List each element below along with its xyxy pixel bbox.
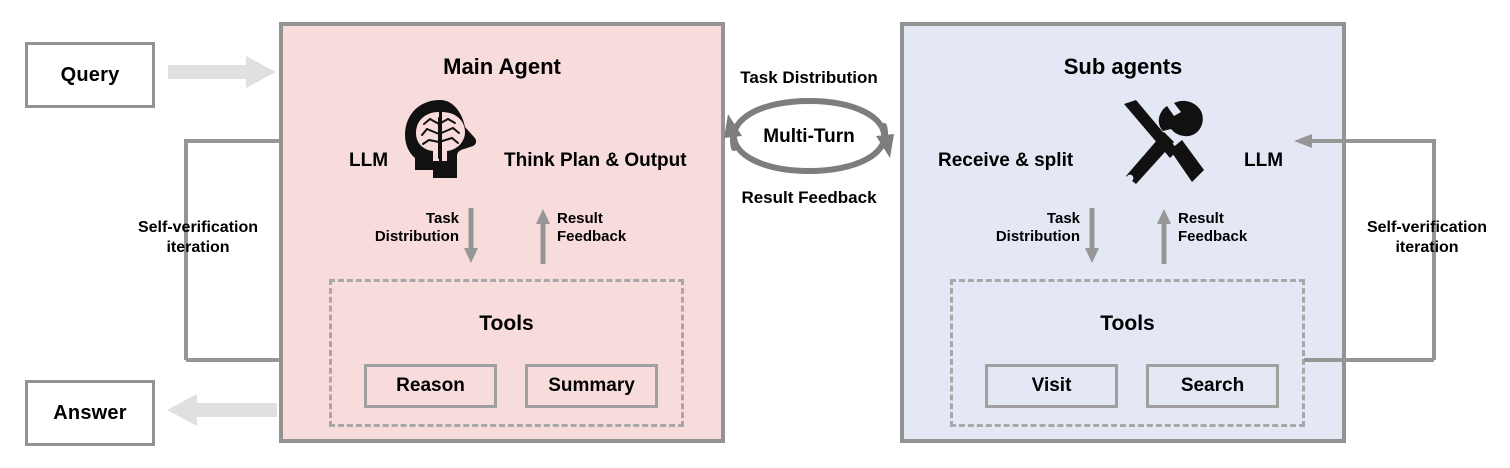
- sub-agents-receive-label: Receive & split: [938, 150, 1074, 171]
- multi-turn-label: Multi-Turn: [763, 126, 855, 147]
- bridge-result-feedback-label: Result Feedback: [741, 188, 877, 207]
- brain-head-icon: [399, 98, 483, 180]
- main-agent-llm-label: LLM: [349, 150, 389, 171]
- sub-result-feedback-line2: Feedback: [1178, 228, 1248, 246]
- main-tools-title: Tools: [479, 312, 534, 335]
- main-tool-summary: Summary: [525, 364, 658, 408]
- main-tool-reason: Reason: [364, 364, 497, 408]
- main-result-feedback-arrow: [535, 208, 551, 264]
- main-result-feedback-line2: Feedback: [557, 228, 627, 246]
- sub-agents-panel: Sub agents Receive & split LLM: [900, 22, 1346, 443]
- main-task-distribution-line1: Task: [425, 210, 459, 227]
- query-box: Query: [25, 42, 155, 108]
- sub-task-distribution-label: Task Distribution: [920, 210, 1080, 247]
- main-agent-role-label: Think Plan & Output: [504, 150, 687, 171]
- main-self-verification-line1: Self-verification: [137, 219, 259, 236]
- sub-result-feedback-arrow: [1156, 208, 1172, 264]
- multi-turn-loop: [718, 96, 900, 176]
- answer-label: Answer: [53, 401, 127, 424]
- main-tool-summary-label: Summary: [548, 375, 635, 396]
- wrench-screwdriver-icon: [1116, 98, 1208, 186]
- main-tools-container: Tools Reason Summary: [329, 279, 684, 427]
- sub-tool-search: Search: [1146, 364, 1279, 408]
- main-task-distribution-label: Task Distribution: [299, 210, 459, 247]
- query-to-main-arrow: [168, 54, 278, 90]
- query-label: Query: [60, 63, 120, 86]
- main-agent-title: Main Agent: [443, 54, 561, 79]
- sub-tool-search-label: Search: [1180, 375, 1245, 396]
- sub-self-verification-path: [1290, 130, 1440, 365]
- main-self-verification-line2: iteration: [166, 238, 230, 256]
- answer-box: Answer: [25, 380, 155, 446]
- sub-task-distribution-line2: Distribution: [995, 228, 1080, 246]
- sub-result-feedback-label: Result Feedback: [1178, 210, 1247, 247]
- sub-result-feedback-line1: Result: [1178, 210, 1224, 227]
- sub-tool-visit: Visit: [985, 364, 1118, 408]
- sub-task-distribution-line1: Task: [1046, 210, 1080, 227]
- main-agent-panel: Main Agent LLM: [279, 22, 725, 443]
- main-to-answer-arrow: [165, 392, 277, 428]
- sub-tools-title: Tools: [1100, 312, 1155, 335]
- sub-agents-llm-label: LLM: [1244, 150, 1284, 171]
- main-self-verification-label: Self-verification iteration: [108, 218, 288, 257]
- sub-agents-title: Sub agents: [1063, 54, 1183, 79]
- main-tool-reason-label: Reason: [396, 375, 465, 396]
- sub-self-verification-line1: Self-verification: [1366, 219, 1488, 236]
- main-task-distribution-arrow: [463, 208, 479, 264]
- sub-task-distribution-arrow: [1084, 208, 1100, 264]
- main-result-feedback-label: Result Feedback: [557, 210, 626, 247]
- sub-self-verification-line2: iteration: [1395, 238, 1459, 256]
- sub-self-verification-label: Self-verification iteration: [1352, 218, 1502, 257]
- sub-tool-visit-label: Visit: [1031, 375, 1072, 396]
- bridge-task-distribution-label: Task Distribution: [740, 68, 878, 87]
- sub-tools-container: Tools Visit Search: [950, 279, 1305, 427]
- main-task-distribution-line2: Distribution: [374, 228, 459, 246]
- main-result-feedback-line1: Result: [557, 210, 603, 227]
